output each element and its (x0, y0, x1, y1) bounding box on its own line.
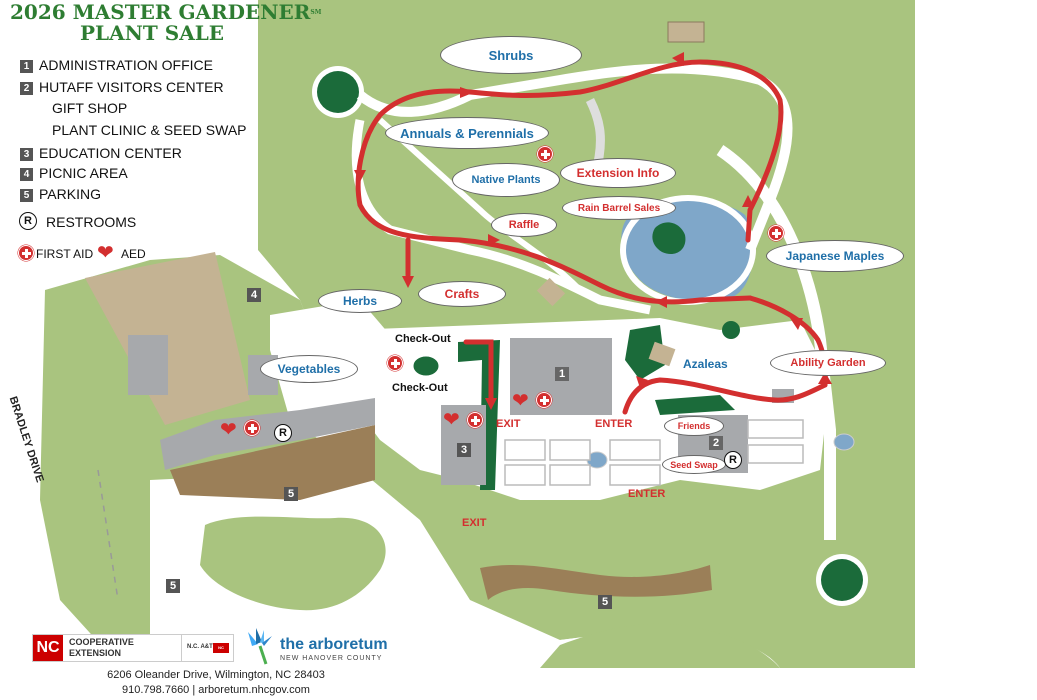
area-herbs: Herbs (318, 289, 402, 313)
building-num-4: 4 (247, 288, 261, 302)
first-aid-icon-admin (536, 392, 552, 408)
title-line1: 2026 MASTER GARDENER (10, 0, 311, 24)
azalea-bed (625, 325, 665, 380)
first-aid-icon-native (537, 146, 553, 162)
circle-garden-se-inner (821, 559, 863, 601)
checkout-circle (410, 353, 442, 379)
building-num-2: 2 (709, 436, 723, 450)
picnic-ground (170, 425, 375, 500)
restroom-legend-icon: R (19, 212, 37, 230)
first-aid-icon-maples (768, 225, 784, 241)
footer-address: 6206 Oleander Drive, Wilmington, NC 2840… (107, 669, 325, 681)
arboretum-wordmark: the arboretum (280, 636, 388, 653)
route-arrows (354, 52, 832, 410)
area-annuals: Annuals & Perennials (385, 117, 549, 149)
map-title: 2026 MASTER GARDENERSM PLANT SALE (10, 2, 321, 44)
aed-icon-education: ❤ (443, 409, 460, 431)
legend-aed: AED (121, 247, 146, 261)
building-num-3: 3 (457, 443, 471, 457)
legend-first-aid: FIRST AID (36, 247, 94, 261)
title-line2: PLANT SALE (80, 21, 225, 45)
enter-label-north: ENTER (595, 418, 633, 430)
east-pool (833, 433, 855, 451)
area-raffle: Raffle (491, 213, 557, 237)
area-azaleas: Azaleas (683, 357, 728, 371)
green-bed-east (655, 395, 735, 415)
parking-num-2: 5 (166, 579, 180, 593)
area-native-plants: Native Plants (452, 163, 560, 197)
circle-garden-nw-inner (317, 71, 359, 113)
enter-label-south: ENTER (628, 488, 666, 500)
area-shrubs: Shrubs (440, 36, 582, 74)
building-num-1: 1 (555, 367, 569, 381)
nc-badge: NC (33, 635, 63, 661)
legend-restrooms: RESTROOMS (46, 214, 137, 230)
cooperative-extension-logo: NC COOPERATIVE EXTENSION N.C. A&T NC STA… (32, 634, 234, 662)
legend-item-clinic: PLANT CLINIC & SEED SWAP (52, 122, 247, 138)
building-west-a (128, 335, 168, 395)
aed-legend-icon: ❤ (97, 242, 114, 264)
path-west (351, 119, 651, 315)
arboretum-bird-icon (248, 628, 272, 665)
shed-azalea (648, 341, 676, 367)
footer-contact: 910.798.7660 | arboretum.nhcgov.com (122, 684, 310, 696)
parking-island-west (200, 516, 386, 611)
exit-label-edu: EXIT (496, 418, 521, 430)
area-rain-barrel: Rain Barrel Sales (562, 196, 676, 220)
area-vegetables: Vegetables (260, 355, 358, 383)
service-mark: SM (310, 9, 322, 16)
extension-wordmark: COOPERATIVE EXTENSION (65, 635, 182, 661)
parking-island-south (480, 565, 712, 600)
pond-island (652, 222, 686, 255)
courtyard-blocks (504, 419, 804, 486)
first-aid-legend-icon (18, 245, 34, 261)
area-japanese-maples: Japanese Maples (766, 240, 904, 272)
area-extension-info: Extension Info (560, 158, 676, 188)
pond (621, 200, 754, 301)
shed-pond (536, 277, 566, 307)
arboretum-county: NEW HANOVER COUNTY (280, 655, 383, 662)
aed-icon-admin: ❤ (512, 390, 529, 412)
azalea-circle (722, 321, 740, 339)
aed-icon-west: ❤ (220, 419, 237, 441)
first-aid-icon-checkout (387, 355, 403, 371)
shed-north (667, 21, 705, 43)
first-aid-icon-education (467, 412, 483, 428)
path-diag (377, 117, 583, 293)
area-crafts: Crafts (418, 281, 506, 307)
parking-num-1: 5 (284, 487, 298, 501)
bradley-road-edge (97, 469, 119, 601)
first-aid-icon-west (244, 420, 260, 436)
restroom-icon-visitors: R (724, 451, 742, 469)
restroom-icon-west: R (274, 424, 292, 442)
area-friends: Friends (664, 416, 724, 436)
ncat-logo: N.C. A&T (187, 644, 213, 650)
checkout-top: Check-Out (395, 333, 451, 345)
ncstate-logo: NC STATE (213, 643, 229, 660)
exit-label-south: EXIT (462, 517, 487, 529)
legend-item-gift: GIFT SHOP (52, 100, 128, 116)
parking-num-3: 5 (598, 595, 612, 609)
area-seed-swap: Seed Swap (662, 455, 726, 474)
checkout-bottom: Check-Out (392, 382, 448, 394)
parking-island-bottom (540, 623, 780, 668)
area-ability-garden: Ability Garden (770, 350, 886, 376)
building-west-row (160, 398, 375, 470)
